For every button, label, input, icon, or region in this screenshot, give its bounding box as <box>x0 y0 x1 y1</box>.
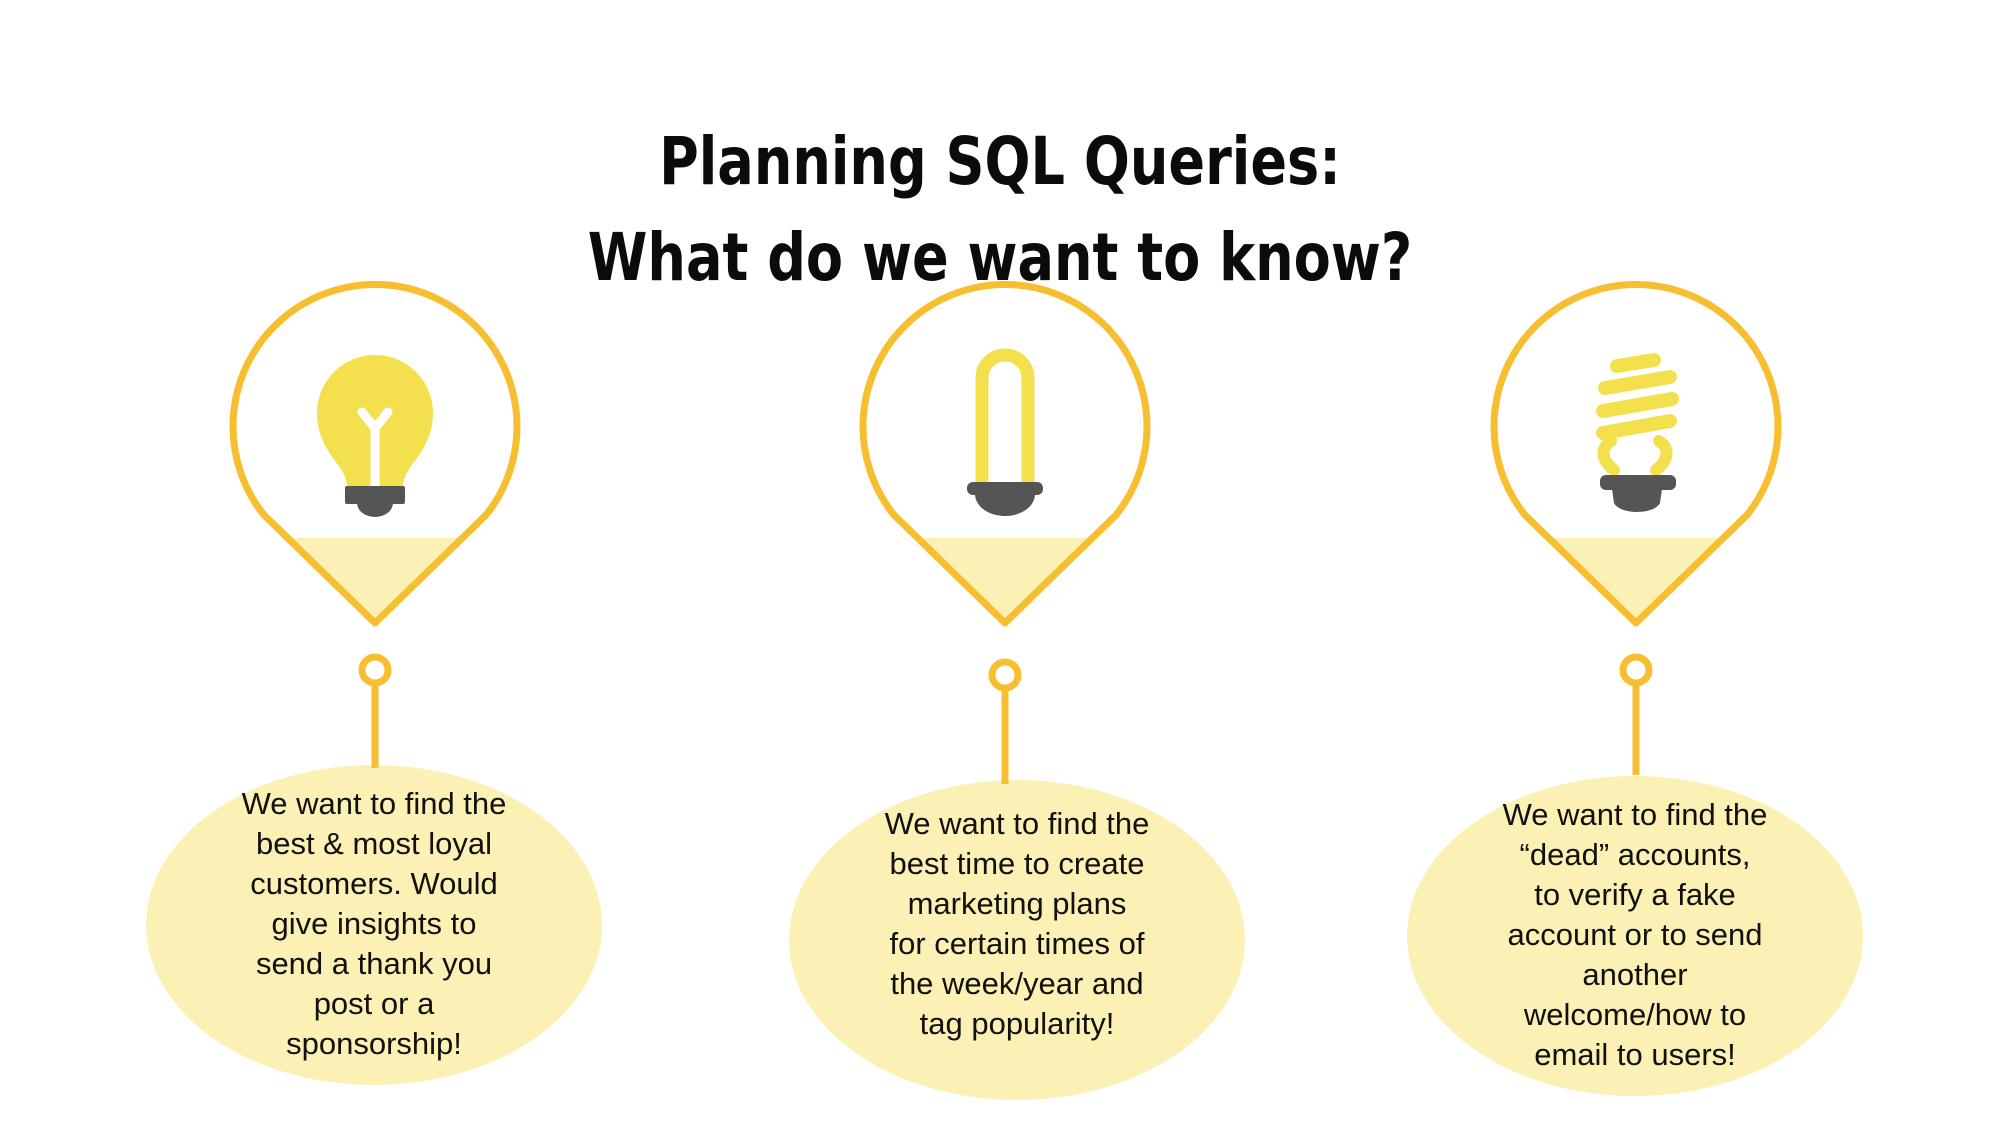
tube-bulb-icon <box>967 348 1043 516</box>
text-bubble-1 <box>146 765 602 1085</box>
lightbulb-icon <box>317 355 433 517</box>
pin-marker-2 <box>859 281 1151 627</box>
item-3 <box>1407 281 1863 1096</box>
item-3-line-3: to verify a fake <box>1534 877 1736 912</box>
connector-node-3 <box>1619 653 1653 687</box>
item-3-line-2: “dead” accounts, <box>1519 837 1751 872</box>
spiral-bulb-icon <box>1596 353 1679 512</box>
item-3-line-5: another <box>1582 957 1688 992</box>
item-3-line-6: welcome/how to <box>1523 997 1747 1032</box>
item-1-line-6: post or a <box>313 986 435 1021</box>
item-2-line-4: for certain times of <box>889 926 1145 961</box>
item-1-line-5: send a thank you <box>255 946 493 981</box>
item-2 <box>789 281 1245 1100</box>
text-bubble-3 <box>1407 776 1863 1096</box>
item-3-text: We want to find the “dead” accounts, to … <box>1465 795 1805 1075</box>
item-1-line-2: best & most loyal <box>255 826 493 861</box>
item-2-text: We want to find the best time to create … <box>847 804 1187 1044</box>
item-1-line-7: sponsorship! <box>286 1026 462 1061</box>
item-1-line-3: customers. Would <box>250 866 498 901</box>
item-3-line-1: We want to find the <box>1502 797 1768 832</box>
pin-marker-1 <box>229 281 521 627</box>
connector-node-2 <box>988 658 1022 692</box>
item-1-text: We want to find the best & most loyal cu… <box>204 784 544 1064</box>
item-1 <box>146 281 602 1085</box>
item-2-line-5: the week/year and <box>890 966 1144 1001</box>
connector-node-1 <box>358 653 392 687</box>
item-2-line-6: tag popularity! <box>919 1006 1115 1041</box>
item-1-line-1: We want to find the <box>241 786 507 821</box>
item-3-line-4: account or to send <box>1507 917 1763 952</box>
page-title: Planning SQL Queries: What do we want to… <box>180 114 1820 306</box>
title-line-1: Planning SQL Queries: <box>659 123 1341 201</box>
item-2-line-2: best time to create <box>889 846 1145 881</box>
text-bubble-2 <box>789 780 1245 1100</box>
pin-marker-3 <box>1490 281 1782 627</box>
item-2-line-3: marketing plans <box>907 886 1127 921</box>
item-3-line-7: email to users! <box>1534 1037 1736 1072</box>
item-2-line-1: We want to find the <box>884 806 1150 841</box>
item-1-line-4: give insights to <box>271 906 477 941</box>
